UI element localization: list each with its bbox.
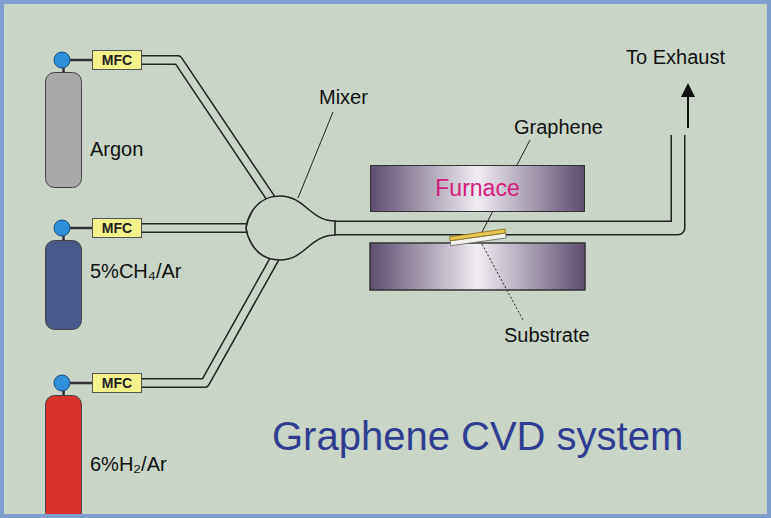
gas-label: 6%H₂/Ar	[90, 453, 167, 476]
mfc-label: MFC	[93, 374, 141, 392]
mass-flow-controller: MFC	[92, 218, 142, 238]
cylinder-body	[45, 72, 82, 188]
mixer-label: Mixer	[319, 86, 368, 108]
gas-label: 5%CH₄/Ar	[90, 260, 182, 283]
leader-lines	[298, 112, 530, 320]
mass-flow-controller: MFC	[92, 50, 142, 70]
graphene-label: Graphene	[514, 116, 603, 138]
furnace-label: Furnace	[435, 175, 519, 202]
mfc-label: MFC	[93, 219, 141, 237]
mass-flow-controller: MFC	[92, 373, 142, 393]
furnace-lower-block	[370, 243, 585, 290]
substrate-label: Substrate	[504, 324, 590, 346]
mixer-bulb	[246, 196, 335, 260]
cylinder-body	[45, 240, 82, 330]
methane-cylinder: 5%CH₄/Ar	[45, 240, 82, 330]
diagram-title: Graphene CVD system	[272, 414, 683, 458]
exhaust-label: To Exhaust	[626, 46, 725, 68]
argon-cylinder: Argon	[45, 72, 82, 188]
hydrogen-cylinder: 6%H₂/Ar	[45, 395, 82, 518]
exhaust-arrow	[687, 90, 689, 128]
gas-pipes	[140, 60, 678, 383]
substrate-sample	[450, 229, 507, 246]
furnace-block: Furnace	[370, 165, 585, 212]
cylinder-body	[45, 395, 82, 518]
mfc-label: MFC	[93, 51, 141, 69]
gas-label: Argon	[90, 138, 143, 161]
